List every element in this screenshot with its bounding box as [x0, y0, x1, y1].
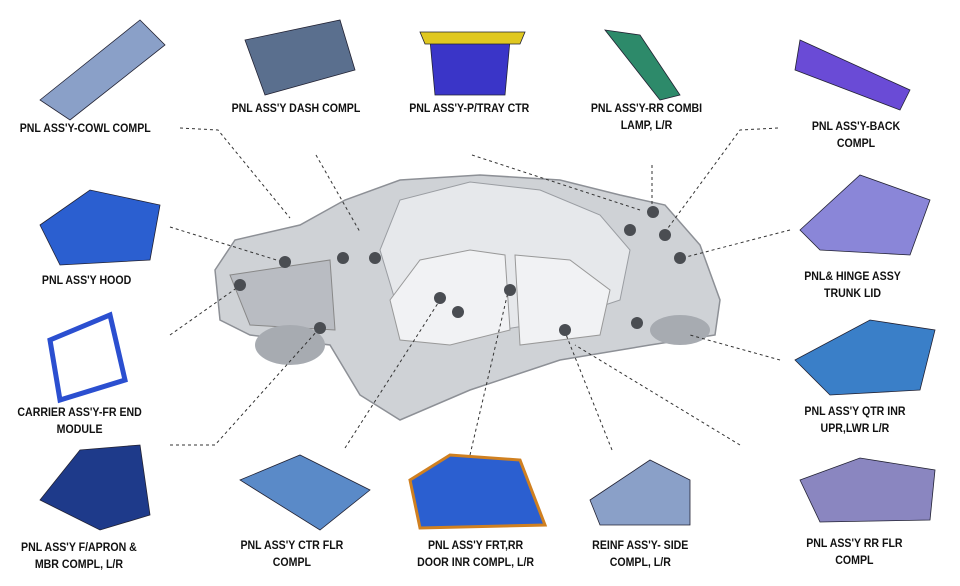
label-line: PNL ASS'Y FRT,RR	[427, 540, 524, 552]
label-line: MODULE	[56, 424, 103, 436]
cowl-part-image	[39, 19, 166, 121]
qtr-part-image	[794, 319, 936, 396]
back-part-image	[794, 39, 911, 111]
attachment-dots	[234, 206, 686, 336]
label-line: UPR,LWR L/R	[820, 423, 890, 435]
label-side: REINF ASS'Y- SIDE COMPL, L/R	[592, 538, 688, 572]
label-back: PNL ASS'Y-BACK COMPL	[812, 119, 900, 153]
side-part-image	[589, 459, 691, 526]
label-line: PNL ASS'Y RR FLR	[806, 538, 903, 550]
part-thumbnails	[39, 19, 936, 531]
label-rr-flr: PNL ASS'Y RR FLR COMPL	[806, 536, 902, 570]
label-dash: PNL ASS'Y DASH COMPL	[231, 103, 361, 115]
label-line: PNL ASS'Y CTR FLR	[240, 540, 344, 552]
label-trunk: PNL& HINGE ASSY TRUNK LID	[804, 269, 901, 303]
trunk-part-image	[799, 174, 931, 256]
label-tray: PNL ASS'Y-P/TRAY CTR	[409, 103, 530, 115]
label-line: PNL& HINGE ASSY	[804, 271, 901, 283]
car-body-in-white	[214, 174, 721, 421]
label-qtr: PNL ASS'Y QTR INR UPR,LWR L/R	[804, 404, 905, 438]
label-door: PNL ASS'Y FRT,RR DOOR INR COMPL, L/R	[417, 538, 534, 572]
door-part-image	[408, 453, 548, 530]
label-line: COMPL	[835, 555, 874, 567]
hood-part-image	[39, 189, 161, 266]
dash-part-image	[244, 19, 356, 96]
combi-part-image	[604, 29, 681, 101]
leader-lines	[169, 127, 791, 456]
carrier-part-image	[47, 311, 128, 404]
rrflr-part-image	[799, 457, 936, 523]
label-line: LAMP, L/R	[620, 120, 673, 132]
label-line: CARRIER ASS'Y-FR END	[17, 407, 142, 419]
label-hood: PNL ASS'Y HOOD	[41, 275, 132, 287]
tray-part-image	[429, 39, 511, 96]
label-line: TRUNK LID	[823, 288, 882, 300]
label-cowl: PNL ASS'Y-COWL COMPL	[19, 123, 151, 135]
label-ctr-flr: PNL ASS'Y CTR FLR COMPL	[240, 538, 343, 572]
label-line: PNL ASS'Y F/APRON &	[21, 542, 137, 554]
label-carrier: CARRIER ASS'Y-FR END MODULE	[17, 405, 141, 439]
ctr-flr-part-image	[239, 454, 371, 531]
label-line: REINF ASS'Y- SIDE	[592, 540, 689, 552]
label-apron: PNL ASS'Y F/APRON & MBR COMPL, L/R	[21, 540, 137, 574]
label-line: PNL ASS'Y-BACK	[811, 121, 901, 133]
label-line: COMPL	[272, 557, 311, 569]
label-line: PNL ASS'Y-RR COMBI	[590, 103, 703, 115]
label-line: COMPL, L/R	[609, 557, 671, 569]
label-line: DOOR INR COMPL, L/R	[417, 557, 535, 569]
apron-part-image	[39, 444, 151, 531]
label-line: COMPL	[836, 138, 876, 150]
label-line: PNL ASS'Y QTR INR	[804, 406, 906, 418]
label-line: MBR COMPL, L/R	[34, 559, 124, 571]
label-combi: PNL ASS'Y-RR COMBI LAMP, L/R	[591, 101, 702, 135]
